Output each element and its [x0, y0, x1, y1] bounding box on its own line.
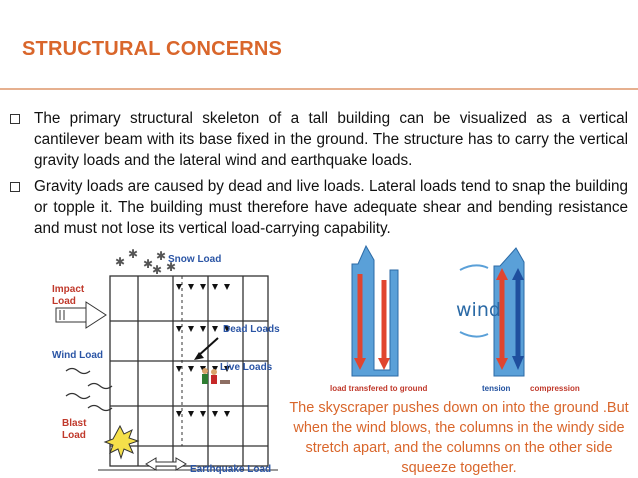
- impact-load-label-2: Load: [52, 296, 76, 307]
- ground-transfer-label: load transfered to ground: [330, 384, 427, 393]
- live-loads-label: Live Loads: [220, 362, 273, 373]
- compression-label: compression: [530, 384, 580, 393]
- square-bullet-icon: [10, 114, 20, 124]
- wind-tension-diagram: wind load transfered to ground tension c…: [330, 244, 580, 393]
- svg-text:✱: ✱: [152, 263, 162, 277]
- square-bullet-icon: [10, 182, 20, 192]
- snow-load-label: Snow Load: [168, 254, 221, 265]
- impact-arrow-icon: [55, 301, 107, 329]
- svg-text:✱: ✱: [115, 255, 125, 269]
- tension-label: tension: [482, 384, 511, 393]
- building-frame: [109, 275, 269, 467]
- bullet-text-1: The primary structural skeleton of a tal…: [34, 110, 628, 169]
- bullet-item-2: Gravity loads are caused by dead and liv…: [8, 176, 628, 239]
- svg-text:✱: ✱: [156, 249, 166, 263]
- wind-label: wind: [456, 299, 501, 321]
- title-divider: [0, 88, 638, 90]
- blast-star-icon: [103, 424, 140, 460]
- building-1: [351, 244, 399, 377]
- earthquake-arrow-icon: [145, 457, 187, 471]
- wind-squiggle-icons: [65, 367, 113, 412]
- dead-loads-label: Dead Loads: [223, 324, 280, 335]
- snowflake-icons: ✱✱✱ ✱✱✱: [115, 247, 176, 277]
- blast-load-label-2: Load: [62, 430, 86, 441]
- building-load-diagram: ✱✱✱ ✱✱✱ Snow Load Impact Load: [52, 247, 280, 475]
- wind-load-label: Wind Load: [52, 350, 103, 361]
- svg-text:✱: ✱: [143, 257, 153, 271]
- blast-load-label-1: Blast: [62, 418, 87, 429]
- impact-load-label-1: Impact: [52, 284, 85, 295]
- svg-text:✱: ✱: [128, 247, 138, 261]
- slide-title: STRUCTURAL CONCERNS: [22, 38, 283, 60]
- svg-text:✱: ✱: [166, 260, 176, 274]
- diagram-caption: The skyscraper pushes down on into the g…: [289, 400, 629, 476]
- bullet-text-2: Gravity loads are caused by dead and liv…: [34, 178, 628, 237]
- earthquake-load-label: Earthquake Load: [190, 464, 271, 475]
- bullet-item-1: The primary structural skeleton of a tal…: [8, 108, 628, 171]
- people-icon: [202, 368, 230, 384]
